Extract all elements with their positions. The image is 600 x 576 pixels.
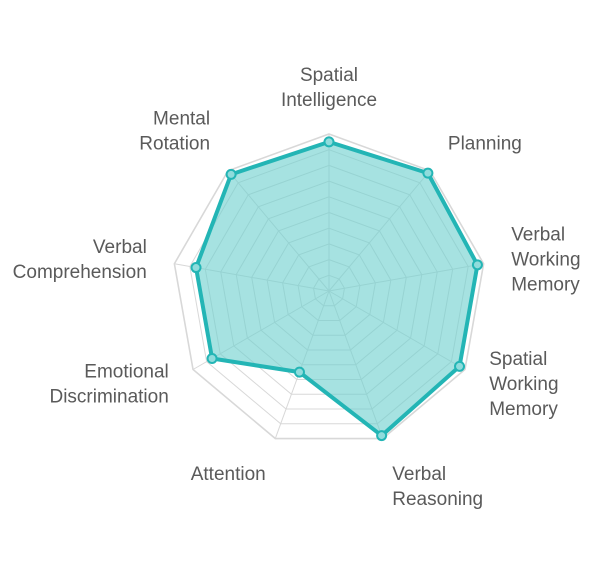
data-point-8[interactable]	[225, 168, 237, 180]
axis-label-line: Memory	[489, 399, 558, 420]
data-point-2[interactable]	[471, 259, 483, 271]
axis-label-line: Comprehension	[13, 262, 147, 283]
radar-series	[190, 136, 483, 442]
axis-label-line: Intelligence	[281, 90, 377, 111]
axis-label-line: Mental	[153, 108, 210, 129]
data-point-1[interactable]	[422, 167, 434, 179]
axis-label-line: Discrimination	[49, 387, 168, 408]
axis-label-line: Working	[489, 374, 558, 395]
axis-label-line: Reasoning	[392, 489, 483, 510]
axis-label-line: Spatial	[489, 349, 547, 370]
data-point-5[interactable]	[293, 366, 305, 378]
data-point-0[interactable]	[323, 136, 335, 148]
series-area	[194, 139, 480, 438]
axis-label-1: Planning	[448, 133, 522, 154]
axis-label-line: Emotional	[84, 362, 169, 383]
axis-label-line: Attention	[191, 464, 266, 485]
data-point-4[interactable]	[376, 430, 388, 442]
axis-label-5: Attention	[191, 464, 266, 485]
axis-label-line: Rotation	[139, 133, 210, 154]
axis-label-line: Working	[511, 249, 580, 270]
axis-label-line: Spatial	[300, 65, 358, 86]
data-point-7[interactable]	[190, 262, 202, 274]
axis-label-line: Verbal	[511, 224, 565, 245]
axis-label-line: Planning	[448, 133, 522, 154]
axis-label-line: Memory	[511, 274, 580, 295]
axis-label-line: Verbal	[93, 237, 147, 258]
grid-ring-10	[173, 133, 485, 440]
axis-label-line: Verbal	[392, 464, 446, 485]
data-point-6[interactable]	[206, 353, 218, 365]
data-point-3[interactable]	[454, 360, 466, 372]
